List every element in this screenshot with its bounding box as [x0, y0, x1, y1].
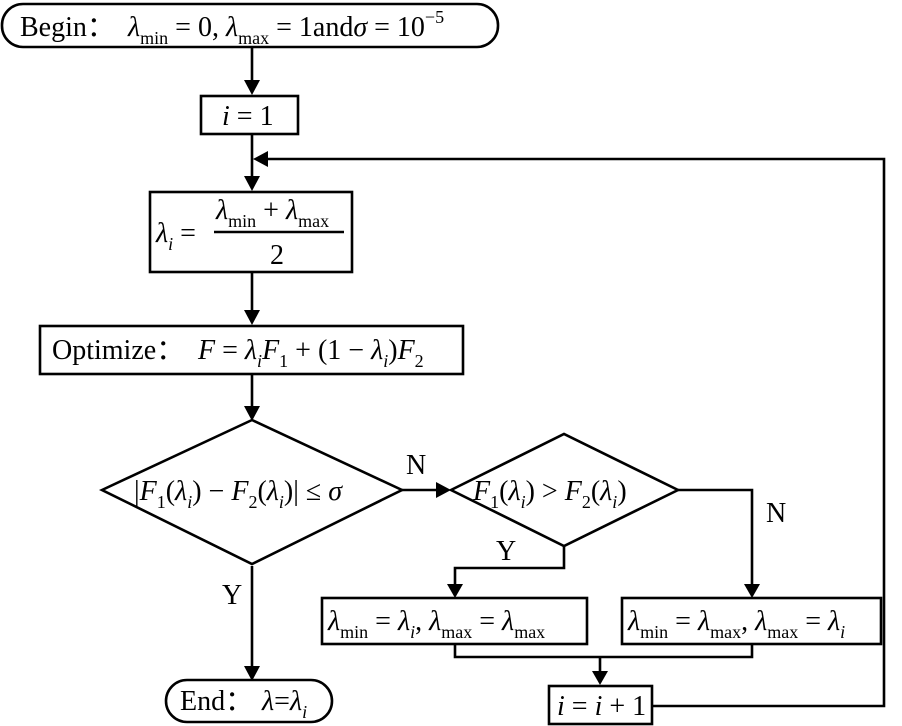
- midpoint-box: λi = λmin + λmax 2: [148, 190, 354, 274]
- update-max-text: λmin = λmax, λmax = λi: [627, 606, 845, 642]
- begin-terminator: Begin： λmin = 0, λmax = 1andσ = 10−5: [0, 2, 500, 49]
- update-max-box: λmin = λmax, λmax = λi: [620, 596, 883, 646]
- midpoint-lhs: λi =: [155, 218, 196, 254]
- optimize-box: Optimize： F = λiF1 + (1 − λi)F2: [38, 324, 465, 376]
- update-min-box: λmin = λi, λmax = λmax: [320, 596, 589, 646]
- update-min-text: λmin = λi, λmax = λmax: [327, 606, 545, 642]
- increment-box: i = i + 1: [547, 684, 654, 726]
- decision-compare-text: F1(λi) > F2(λi): [472, 476, 627, 512]
- end-terminator: End： λ=λi: [164, 678, 334, 724]
- edge-label-n-compare: N: [766, 498, 786, 529]
- decision-converged-text: |F1(λi) − F2(λi)| ≤ σ: [134, 476, 343, 512]
- begin-label: Begin：: [20, 12, 115, 43]
- optimize-label: Optimize：: [52, 335, 184, 366]
- edge-label-n-converged: N: [406, 450, 426, 481]
- begin-formula: λmin = 0, λmax = 1andσ = 10−5: [127, 7, 444, 48]
- midpoint-numerator: λmin + λmax: [215, 195, 329, 231]
- edge-label-y-converged: Y: [222, 580, 242, 611]
- init-i-box: i = 1: [199, 94, 300, 136]
- increment-text: i = i + 1: [557, 691, 646, 722]
- optimize-formula: F = λiF1 + (1 − λi)F2: [197, 335, 424, 371]
- edge-label-y-compare: Y: [496, 536, 516, 567]
- end-formula: λ=λi: [261, 686, 307, 722]
- connectors: [244, 47, 886, 708]
- init-i-text: i = 1: [222, 101, 274, 132]
- decision-compare: F1(λi) > F2(λi): [448, 432, 681, 548]
- end-label: End：: [180, 686, 253, 717]
- midpoint-denominator: 2: [270, 240, 284, 271]
- decision-converged: |F1(λi) − F2(λi)| ≤ σ: [98, 418, 406, 566]
